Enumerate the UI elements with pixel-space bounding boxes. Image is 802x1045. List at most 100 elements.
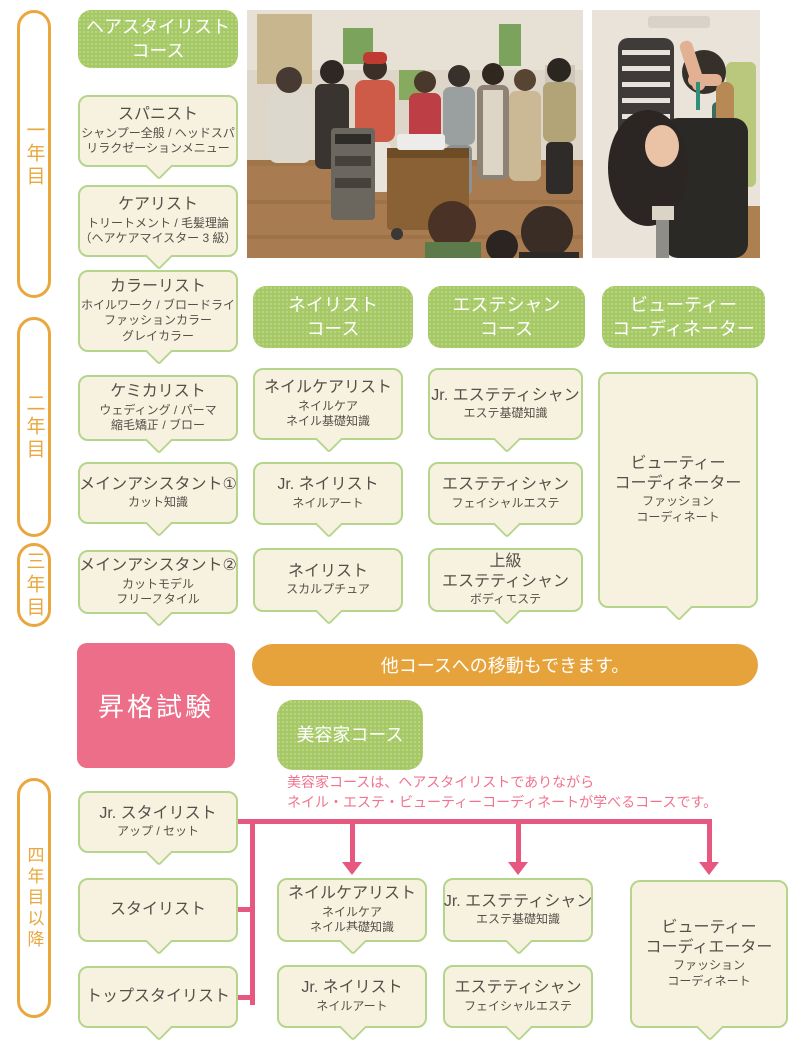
course-transfer-banner: 他コースへの移動もできます。 <box>252 644 758 686</box>
year-badge-year1: 一年目 <box>17 10 51 298</box>
box-subtitle: アップ / セット <box>116 824 199 839</box>
box-title: ネイルケアリスト <box>263 379 392 397</box>
box-top-stylist: トップスタイリスト <box>78 966 238 1042</box>
box-jr-stylist: Jr. スタイリスト アップ / セット <box>78 791 238 867</box>
box-main-assistant-1: メインアシスタント① カット知識 <box>78 462 238 538</box>
box-nail-carelist: ネイルケアリスト ネイルケアネイル基礎知識 <box>253 368 403 454</box>
bubble-tail <box>144 1012 174 1042</box>
bubble-tail <box>314 509 344 539</box>
box-subtitle: スカルプチュア <box>286 582 370 597</box>
connector-top-line <box>238 819 712 824</box>
box-title: ビューティーコーディエーター <box>645 919 773 956</box>
box-subtitle: エステ基礎知識 <box>463 406 548 421</box>
down-arrow-icon <box>699 862 719 875</box>
bubble-tail <box>492 424 521 454</box>
box-title: カラーリスト <box>109 278 206 296</box>
connector-left-vertical-line <box>250 819 255 1005</box>
box-jr-esthetician-2: Jr. エステティシャン エステ基礎知識 <box>443 878 593 956</box>
box-title: ネイルケアリスト <box>287 885 416 903</box>
box-title: ビューティーコーディネーター <box>614 455 742 492</box>
biyouka-course-note: 美容家コースは、ヘアスタイリストでありながらネイル・エステ・ビューティーコーディ… <box>287 774 718 810</box>
box-title: ケアリスト <box>117 196 198 214</box>
salon-seminar-photo <box>247 10 583 258</box>
box-chemicalist: ケミカリスト ウェディング / パーマ縮毛矯正 / ブロー <box>78 375 238 455</box>
box-title: Jr. エステティシャン <box>431 386 580 404</box>
box-title: ネイリスト <box>287 562 368 580</box>
year-badge-year4plus: 四年目以降 <box>17 778 51 1018</box>
box-subtitle: シャンプー全般 / ヘッドスパリラクゼーションメニュー <box>81 125 235 156</box>
box-subtitle: ネイルアート <box>292 495 364 510</box>
promotion-exam-box: 昇格試験 <box>77 643 235 768</box>
box-title: Jr. ネイリスト <box>301 979 403 997</box>
box-title: エステティシャン <box>441 476 570 494</box>
box-title: Jr. ネイリスト <box>277 476 379 494</box>
bubble-tail <box>338 1012 368 1042</box>
box-title: スタイリスト <box>109 901 206 919</box>
year-badge-year3: 三年目 <box>17 543 51 627</box>
mannequin-cutting-photo <box>592 10 760 258</box>
year-badge-label: 一年目 <box>23 119 45 189</box>
connector-stub-top-stylist <box>238 995 255 1000</box>
down-arrow-icon <box>342 862 362 875</box>
box-title: エステティシャン <box>454 979 582 997</box>
box-spanist: スパニスト シャンプー全般 / ヘッドスパリラクゼーションメニュー <box>78 95 238 181</box>
box-title: メインアシスタント② <box>79 557 237 575</box>
box-title: メインアシスタント① <box>79 475 237 493</box>
bubble-tail <box>144 508 174 538</box>
box-title: トップスタイリスト <box>85 988 230 1006</box>
course-header-beauty-coordinator: ビューティーコーディネーター <box>602 286 765 348</box>
bubble-tail <box>695 1012 725 1042</box>
year-badge-label: 二年目 <box>23 392 45 462</box>
box-beauty-coordinator: ビューティーコーディネーター ファッションコーディネート <box>598 372 758 622</box>
box-subtitle: ホイルワーク / ブロードライファッションカラーグレイカラー <box>80 297 235 343</box>
box-subtitle: ファッションコーディネート <box>636 494 720 525</box>
box-title: 上級エステティシャン <box>441 553 570 590</box>
box-subtitle: ウェディング / パーマ縮毛矯正 / ブロー <box>99 402 217 433</box>
box-carelist: ケアリスト トリートメント / 毛髪理論（ヘアケアマイスター 3 級） <box>78 185 238 271</box>
bubble-tail <box>314 596 344 626</box>
box-subtitle: ファッションコーディネート <box>667 958 751 989</box>
year-badge-label: 三年目 <box>23 550 45 620</box>
bubble-tail <box>504 926 534 956</box>
box-title: Jr. スタイリスト <box>99 804 217 822</box>
box-subtitle: エステ基礎知識 <box>475 912 560 927</box>
bubble-tail <box>144 837 174 867</box>
bubble-tail <box>664 592 694 622</box>
box-beauty-coordinator-2: ビューティーコーディエーター ファッションコーディネート <box>630 880 788 1042</box>
box-stylist: スタイリスト <box>78 878 238 956</box>
box-colorlist: カラーリスト ホイルワーク / ブロードライファッションカラーグレイカラー <box>78 270 238 366</box>
box-nailist: ネイリスト スカルプチュア <box>253 548 403 626</box>
connector-stub-stylist <box>238 907 255 912</box>
box-subtitle: フェイシャルエステ <box>451 495 560 510</box>
arrow-shaft-beauty <box>707 819 712 864</box>
bubble-tail <box>504 1012 534 1042</box>
box-subtitle: ネイルケアネイル基礎知識 <box>285 398 370 429</box>
box-title: Jr. エステティシャン <box>443 892 593 910</box>
box-main-assistant-2: メインアシスタント② カットモデルフリースタイル <box>78 550 238 628</box>
box-subtitle: ネイルアート <box>316 998 388 1013</box>
year-badge-year2: 二年目 <box>17 317 51 537</box>
box-title: ケミカリスト <box>110 383 206 401</box>
box-subtitle: カット知識 <box>127 495 188 510</box>
promotion-exam-label: 昇格試験 <box>97 692 214 722</box>
course-header-nailist: ネイリストコース <box>253 286 413 348</box>
box-subtitle: フェイシャルエステ <box>463 998 572 1013</box>
course-header-hair-stylist: ヘアスタイリストコース <box>78 10 238 68</box>
arrow-shaft-nail <box>350 819 355 864</box>
bubble-tail <box>492 509 521 539</box>
course-header-biyouka: 美容家コース <box>277 700 423 770</box>
box-jr-nailist-2: Jr. ネイリスト ネイルアート <box>277 965 427 1042</box>
down-arrow-icon <box>508 862 528 875</box>
course-header-esthetician: エステシャンコース <box>428 286 585 348</box>
box-jr-esthetician: Jr. エステティシャン エステ基礎知識 <box>428 368 583 454</box>
box-esthetician-2: エステティシャン フェイシャルエステ <box>443 965 593 1042</box>
course-transfer-banner-label: 他コースへの移動もできます。 <box>380 656 630 676</box>
year-badge-label: 四年目以降 <box>24 845 44 951</box>
box-jr-nailist: Jr. ネイリスト ネイルアート <box>253 462 403 539</box>
box-title: スパニスト <box>117 106 198 124</box>
bubble-tail <box>144 926 174 956</box>
box-subtitle: トリートメント / 毛髪理論（ヘアケアマイスター 3 級） <box>79 215 237 246</box>
